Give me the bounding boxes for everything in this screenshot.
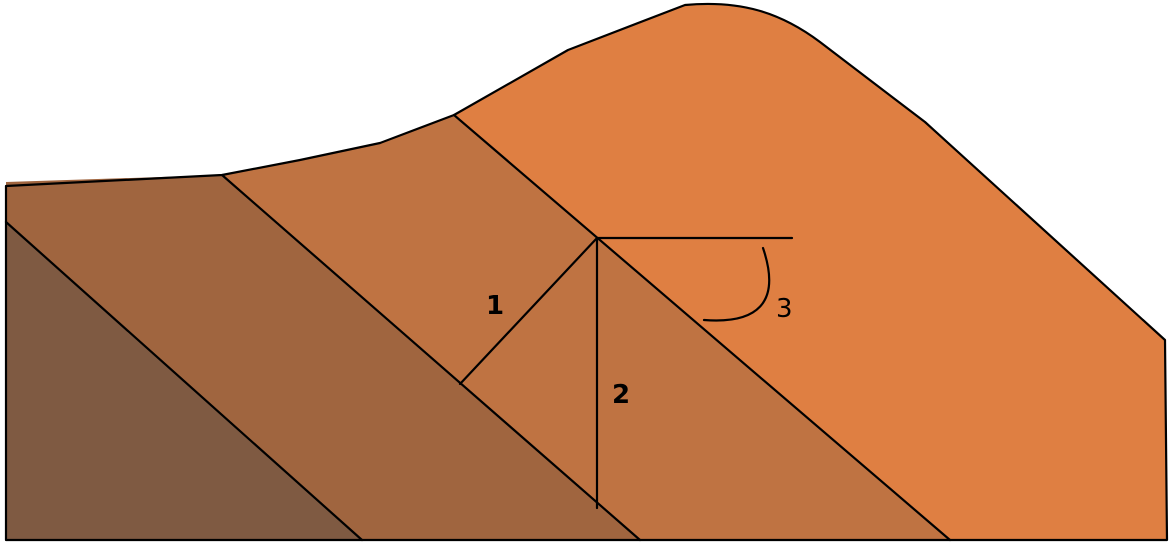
layer-mid [222, 115, 950, 540]
layer-dark [6, 175, 640, 540]
label-3: 3 [776, 294, 793, 324]
thickness-line-1 [458, 236, 599, 386]
boundary-left [4, 220, 364, 542]
terrain-outline [4, 2, 1169, 542]
boundary-right [452, 113, 952, 542]
boundary-middle [220, 173, 642, 542]
label-2: 2 [612, 380, 630, 410]
angle-arc-3 [702, 246, 771, 322]
layer-light [454, 3, 1167, 541]
label-1: 1 [486, 291, 504, 321]
